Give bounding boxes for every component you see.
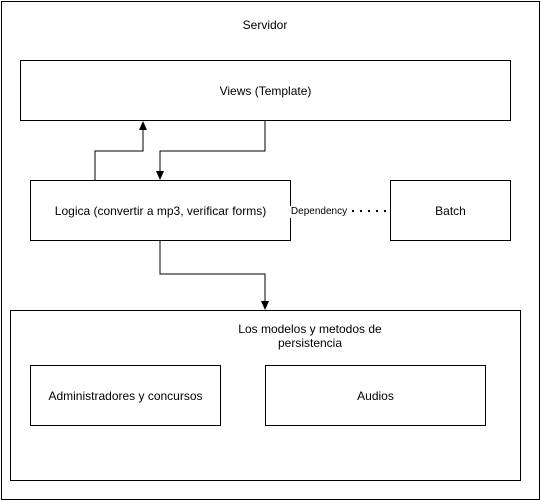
persistence-title-line2: persistencia [277,336,343,350]
logica-to-views-arrowhead [139,121,147,130]
views-to-logica-edge [159,121,266,172]
server-title: Servidor [242,18,288,32]
batch-box[interactable] [390,180,511,241]
logica-label: Logica (convertir a mp3, verificar forms… [54,204,267,218]
persistence-title-line1: Los modelos y metodos de [238,322,382,336]
admin-box[interactable] [30,365,221,426]
audios-label: Audios [357,389,394,403]
logica-box[interactable] [30,180,291,241]
views-box[interactable] [20,60,511,121]
dependency-label: Dependency [286,206,352,218]
batch-label: Batch [435,204,466,218]
admin-label: Administradores y concursos [48,389,203,403]
views-label: Views (Template) [219,84,312,98]
logica-to-persistence-arrowhead [261,301,269,310]
views-to-logica-arrowhead [156,171,164,180]
logica-to-persistence-edge [159,241,266,302]
logica-to-views-edge [94,129,144,180]
audios-box[interactable] [265,365,486,426]
